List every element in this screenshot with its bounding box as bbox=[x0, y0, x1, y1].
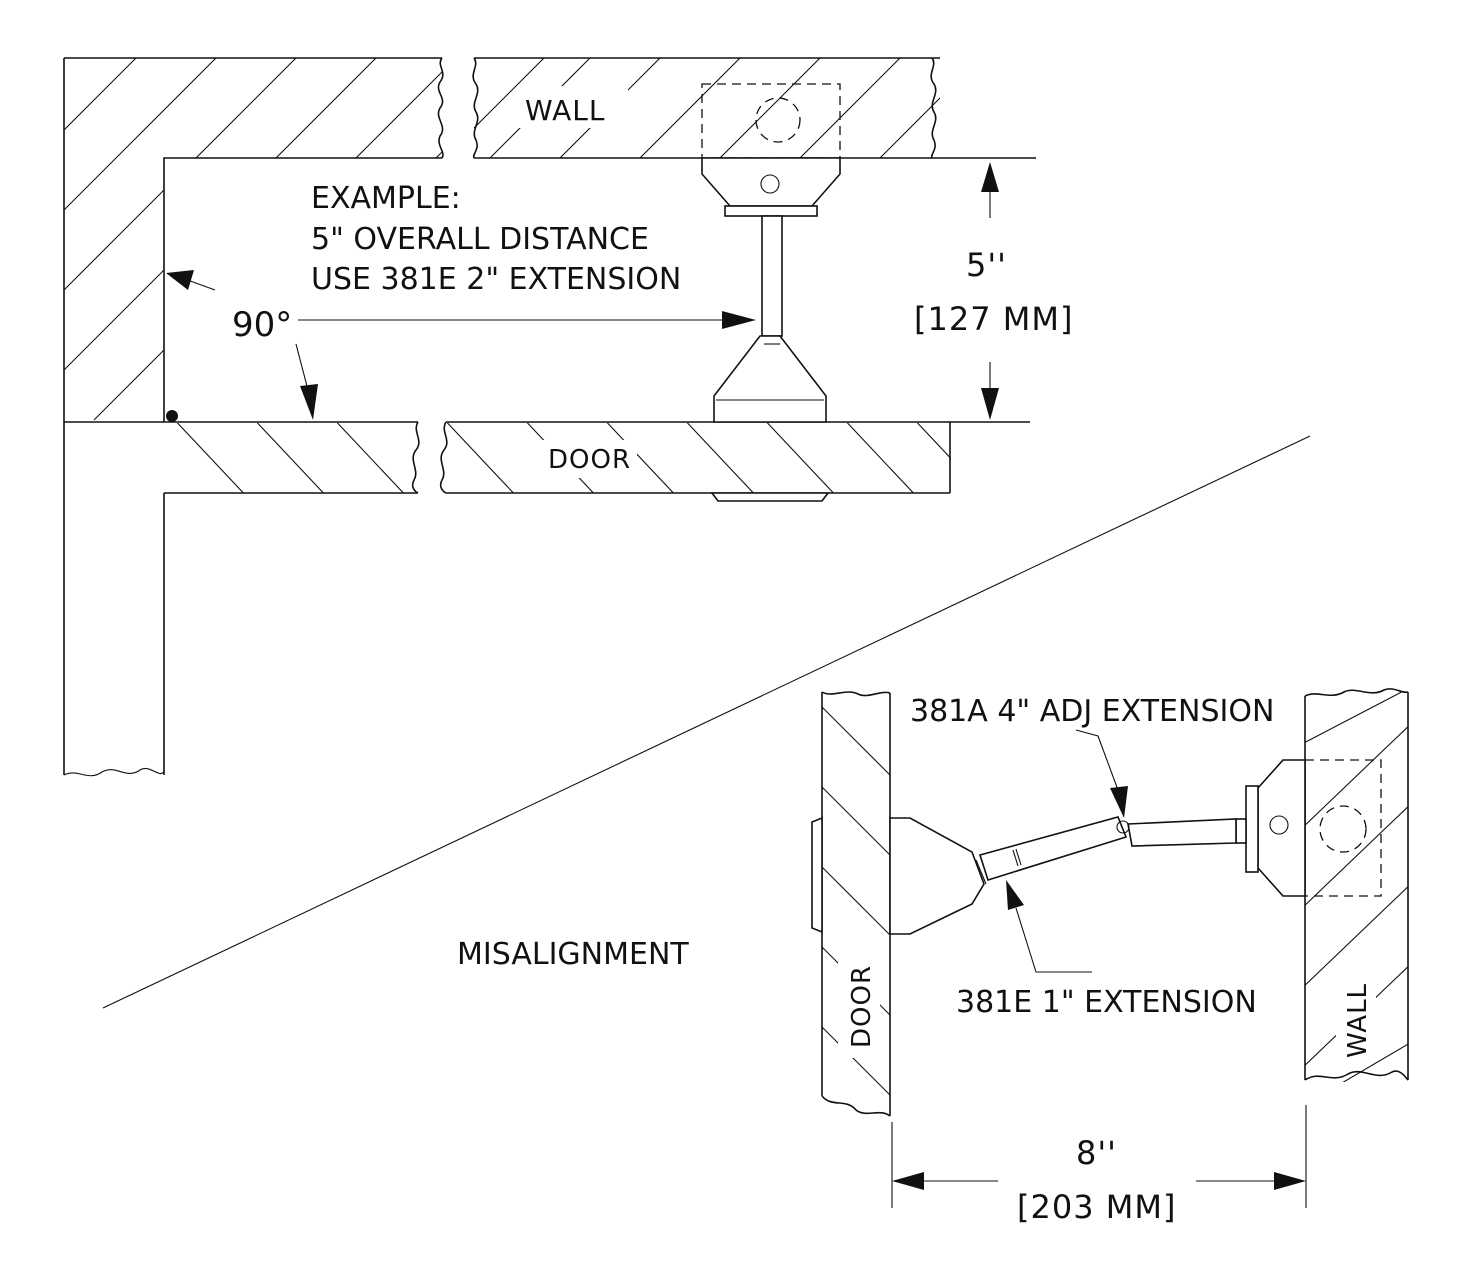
adj-extension-callout: 381A 4" ADJ EXTENSION bbox=[910, 694, 1274, 818]
bottom-door-label: DOOR bbox=[847, 965, 877, 1048]
example-line-3: USE 381E 2" EXTENSION bbox=[311, 262, 681, 297]
angle-label: 90° bbox=[232, 305, 292, 345]
top-wall-label: WALL bbox=[525, 94, 606, 127]
pivot-point bbox=[166, 410, 178, 422]
dimension-203mm-label: [203 MM] bbox=[1017, 1188, 1176, 1226]
dimension-127mm-label: [127 MM] bbox=[914, 300, 1073, 338]
top-door-label: DOOR bbox=[548, 445, 631, 475]
dimension-5in-label: 5'' bbox=[966, 246, 1007, 284]
top-door-section: DOOR bbox=[164, 421, 1030, 502]
example-line-2: 5" OVERALL DISTANCE bbox=[311, 222, 649, 257]
bottom-view: MISALIGNMENT DOOR bbox=[457, 688, 1409, 1226]
example-line-1: EXAMPLE: bbox=[311, 181, 461, 216]
bottom-door-section: DOOR bbox=[811, 691, 891, 1117]
dimension-5in: 5'' [127 MM] bbox=[914, 162, 1073, 420]
section-divider bbox=[102, 435, 1311, 1009]
bottom-wall-section: WALL bbox=[1304, 688, 1409, 1082]
extension-callout: 381E 1" EXTENSION bbox=[956, 880, 1257, 1020]
example-note: EXAMPLE: 5" OVERALL DISTANCE USE 381E 2"… bbox=[311, 181, 681, 297]
extension-label: 381E 1" EXTENSION bbox=[956, 985, 1257, 1020]
left-wall-section bbox=[63, 57, 444, 777]
top-holder-assembly bbox=[701, 83, 841, 423]
bottom-holder-assembly bbox=[889, 759, 1382, 935]
dimension-8in: 8'' [203 MM] bbox=[891, 1105, 1307, 1226]
misalignment-label: MISALIGNMENT bbox=[457, 937, 689, 972]
right-wall-section: WALL bbox=[472, 57, 1036, 159]
angle-callout: 90° bbox=[166, 270, 756, 420]
dimension-8in-label: 8'' bbox=[1076, 1134, 1117, 1172]
top-view: WALL bbox=[63, 57, 1073, 777]
adj-extension-label: 381A 4" ADJ EXTENSION bbox=[910, 694, 1274, 729]
bottom-wall-label: WALL bbox=[1343, 983, 1373, 1058]
